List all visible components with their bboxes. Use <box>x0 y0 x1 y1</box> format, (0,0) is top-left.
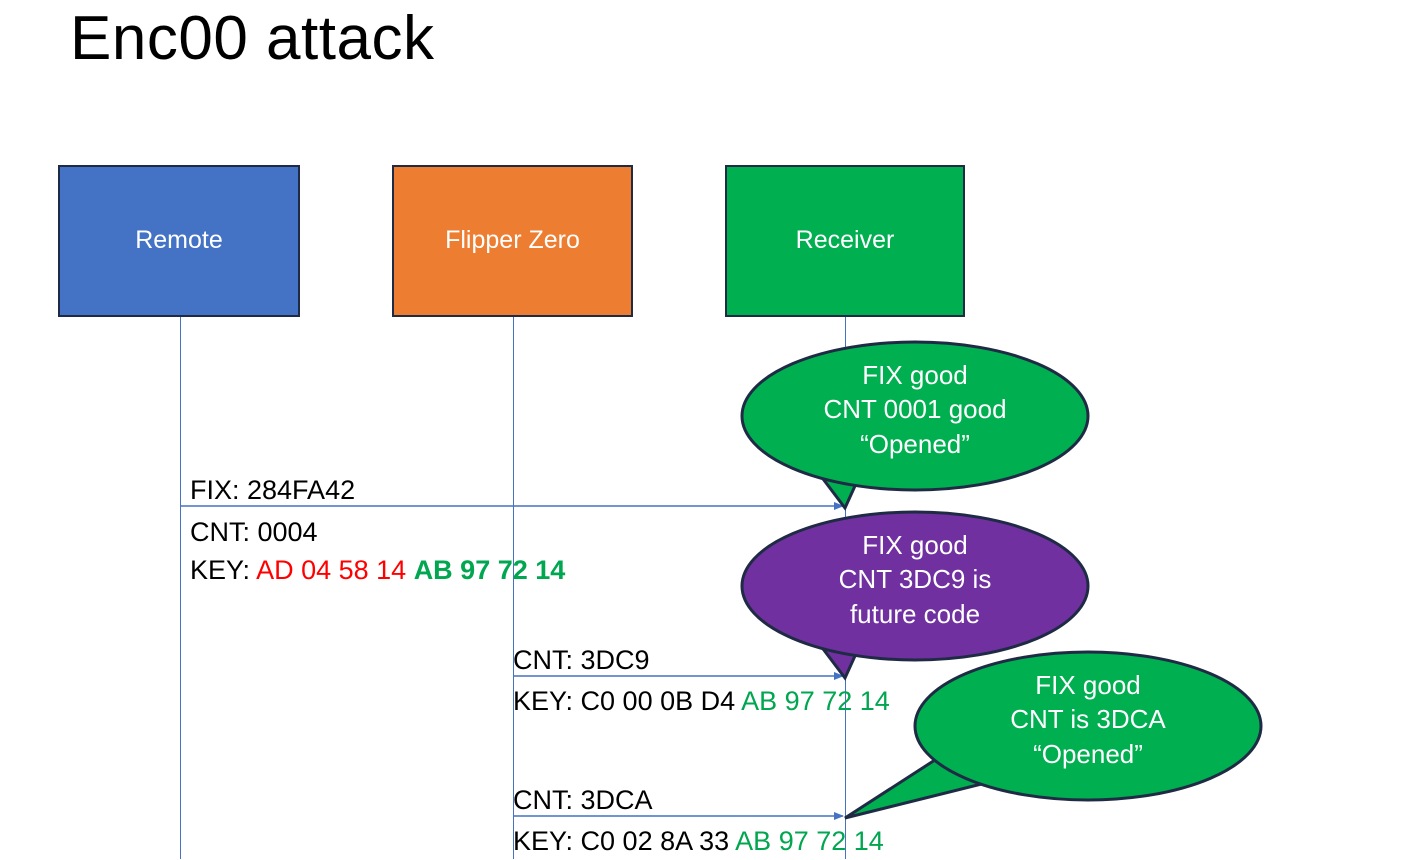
callout-1-line1: FIX good <box>862 360 968 390</box>
callout-3-line3: “Opened” <box>1033 738 1143 769</box>
message-2-cnt: CNT: 3DC9 <box>513 645 650 675</box>
message-1-key-prefix: KEY: <box>190 555 257 586</box>
actor-label-remote: Remote <box>135 226 223 255</box>
actor-label-receiver: Receiver <box>795 226 895 255</box>
lifeline-remote <box>180 317 181 859</box>
message-1-key-red: AD 04 58 14 <box>256 555 407 586</box>
message-3-key-prefix: KEY: C0 02 8A 33 <box>513 826 736 856</box>
actor-box-remote[interactable]: Remote <box>58 165 300 317</box>
callout-text-1: FIX good CNT 0001 good “Opened” <box>765 358 1065 461</box>
actor-label-flipper-zero: Flipper Zero <box>445 226 580 255</box>
callout-1-line3: “Opened” <box>860 428 970 459</box>
callout-3-line2: CNT is 3DCA <box>1010 704 1166 735</box>
callout-2-line3: future code <box>849 598 981 629</box>
message-label-1-body: CNT: 0004 KEY: AD 04 58 14 AB 97 72 14 <box>190 513 565 590</box>
page-title: Enc00 attack <box>70 4 435 73</box>
message-3-key-green: AB 97 72 14 <box>735 826 884 856</box>
actor-box-receiver[interactable]: Receiver <box>725 165 965 317</box>
callout-1-line2: CNT 0001 good <box>823 394 1007 425</box>
message-label-1-line1: FIX: 284FA42 <box>190 471 355 509</box>
callout-tail-1 <box>801 453 872 511</box>
actor-box-flipper-zero[interactable]: Flipper Zero <box>392 165 633 317</box>
message-1-key-green: AB 97 72 14 <box>413 555 566 586</box>
message-2-key-green: AB 97 72 14 <box>741 686 890 716</box>
message-label-2-line2: KEY: C0 00 0B D4 AB 97 72 14 <box>513 682 890 720</box>
callout-text-3: FIX good CNT is 3DCA “Opened” <box>938 668 1238 771</box>
message-1-cnt: CNT: 0004 <box>190 517 318 547</box>
message-2-key-prefix: KEY: C0 00 0B D4 <box>513 686 742 716</box>
message-label-2-line1: CNT: 3DC9 <box>513 641 650 679</box>
callout-tail-2 <box>801 623 872 681</box>
message-label-3-line2: KEY: C0 02 8A 33 AB 97 72 14 <box>513 822 884 860</box>
message-1-fix: FIX: 284FA42 <box>190 475 356 505</box>
message-label-3-line1: CNT: 3DCA <box>513 781 653 819</box>
callout-2-line1: FIX good <box>862 530 968 560</box>
message-1-cnt-row: CNT: 0004 <box>190 513 565 551</box>
lifeline-flipper-zero <box>513 317 514 859</box>
callout-2-line2: CNT 3DC9 is <box>838 564 992 595</box>
message-1-key-row: KEY: AD 04 58 14 AB 97 72 14 <box>190 551 565 589</box>
message-3-cnt: CNT: 3DCA <box>513 785 653 815</box>
callout-3-line1: FIX good <box>1035 670 1141 700</box>
callout-text-2: FIX good CNT 3DC9 is future code <box>765 528 1065 631</box>
